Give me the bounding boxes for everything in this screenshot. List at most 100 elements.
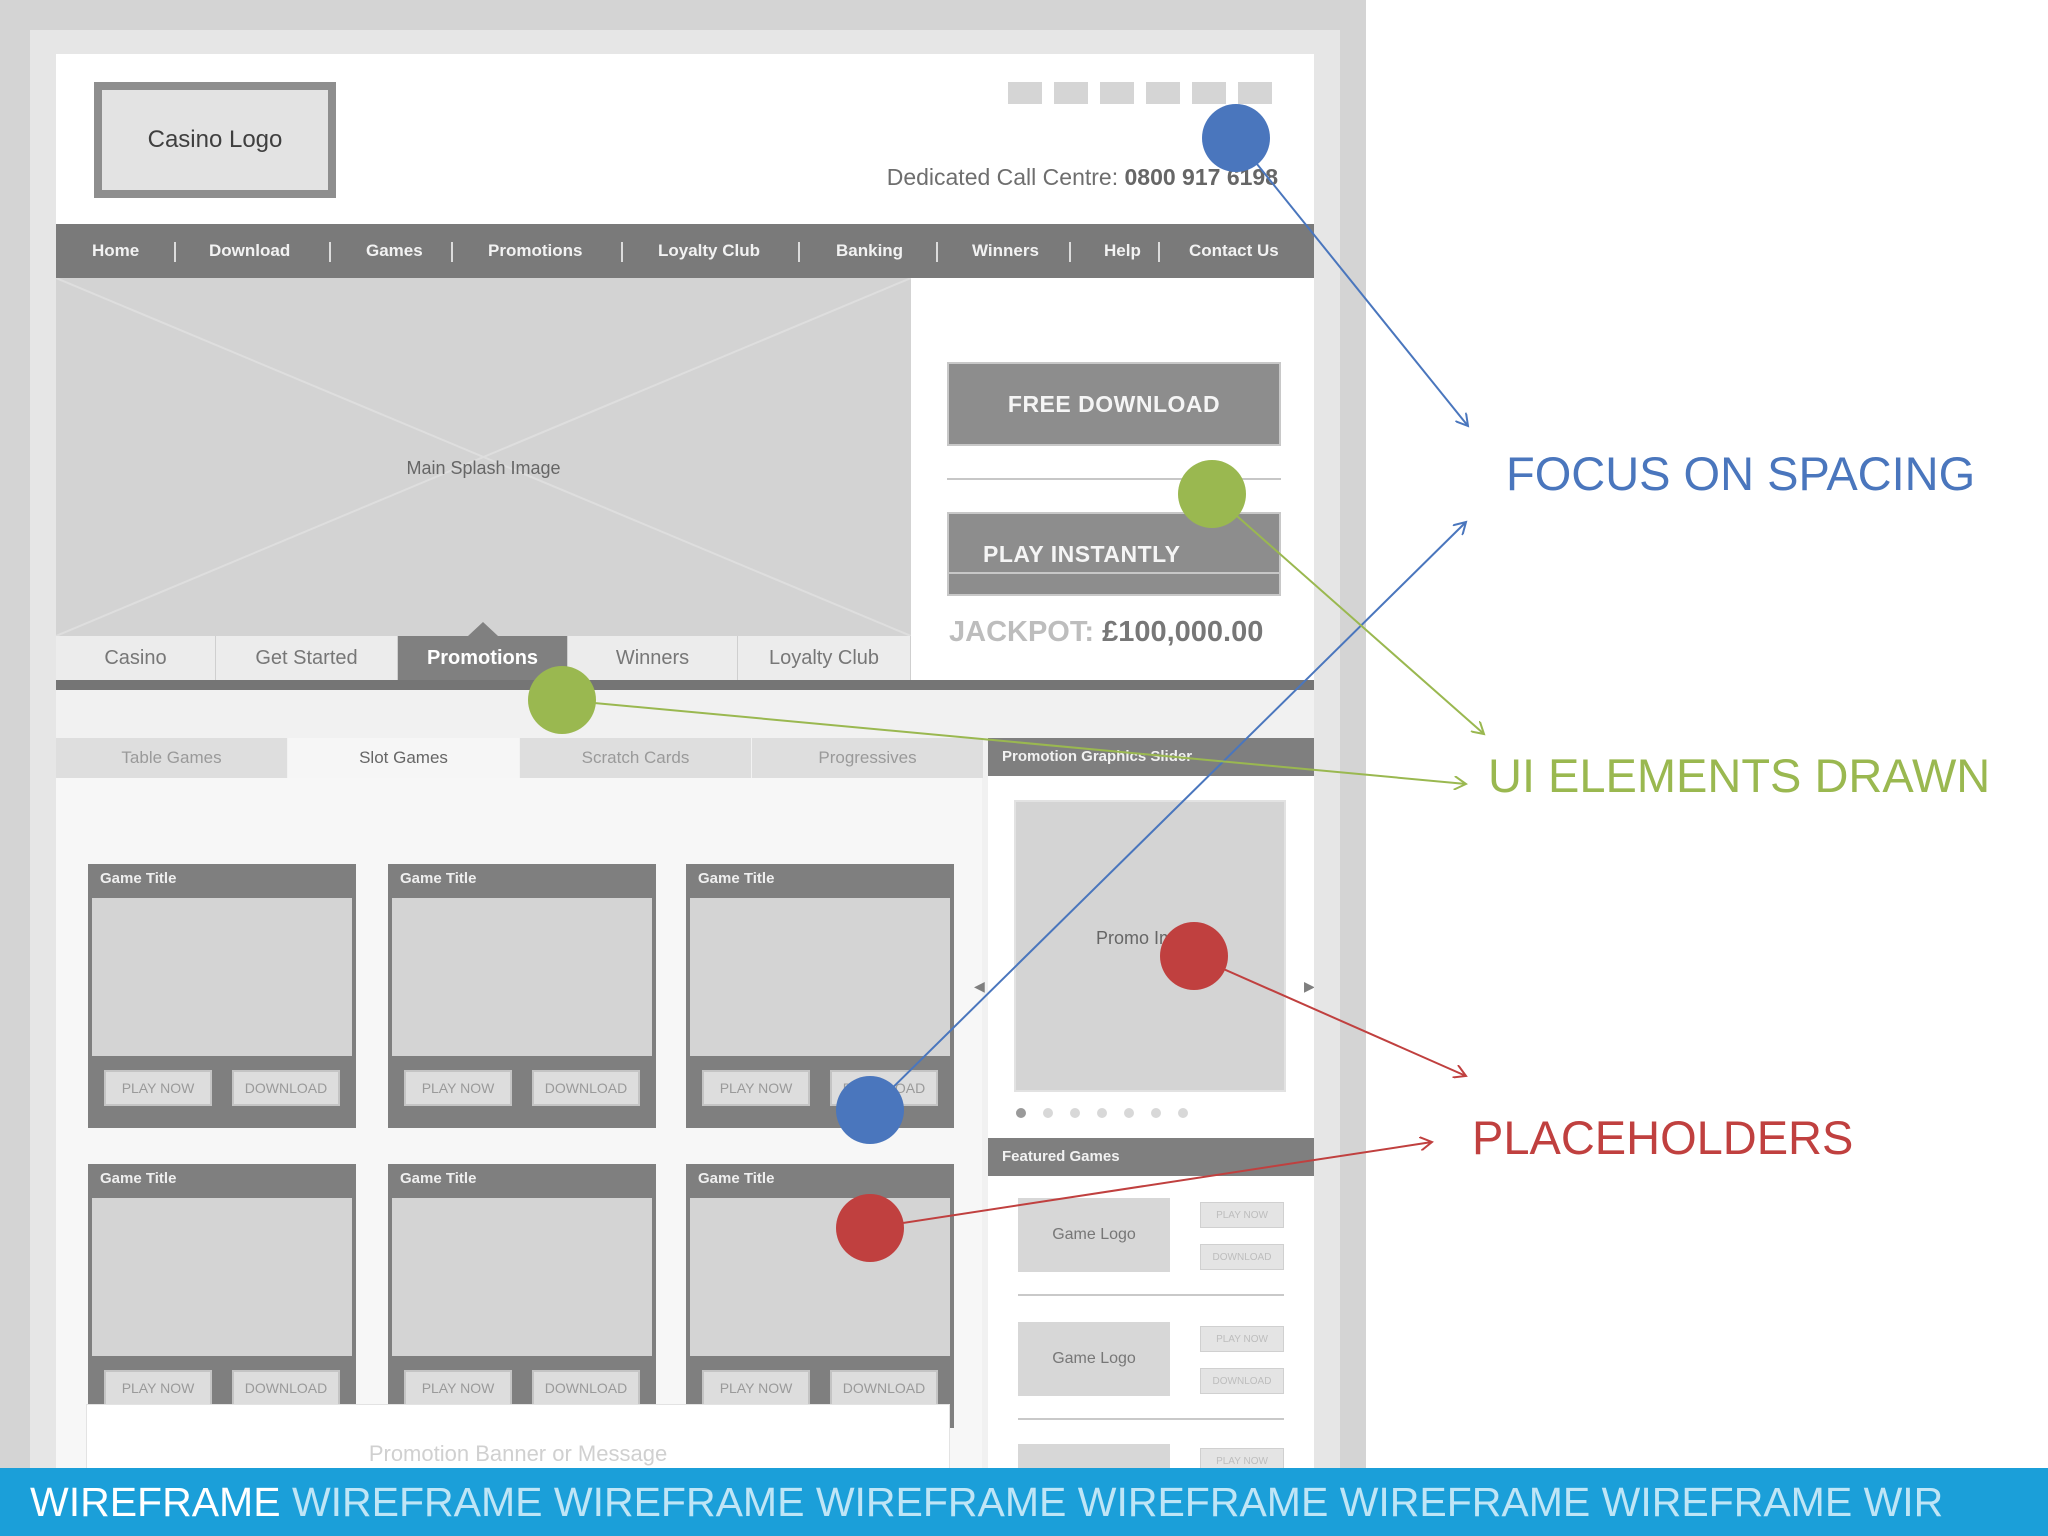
spacing-arrow <box>1235 137 1468 426</box>
nav-item-banking[interactable]: Banking <box>836 241 904 260</box>
download-button[interactable]: DOWNLOAD <box>830 1370 938 1406</box>
ui-elements-marker-dot <box>1178 460 1246 528</box>
play-now-button[interactable]: PLAY NOW <box>1200 1326 1284 1352</box>
download-button[interactable]: DOWNLOAD <box>1200 1244 1284 1270</box>
splash-tab-casino[interactable]: Casino <box>56 636 216 680</box>
game-card: Game Title PLAY NOW DOWNLOAD <box>686 1164 954 1428</box>
game-card-title: Game Title <box>698 1170 775 1187</box>
play-now-button[interactable]: PLAY NOW <box>104 1370 212 1406</box>
game-image-placeholder <box>392 1198 652 1356</box>
placeholders-marker-dot <box>1160 922 1228 990</box>
slider-dot[interactable] <box>1043 1108 1053 1118</box>
slider-dot[interactable] <box>1151 1108 1161 1118</box>
tab-table-games[interactable]: Table Games <box>56 738 288 778</box>
nav-item-winners[interactable]: Winners <box>972 241 1039 260</box>
splash-tab-winners[interactable]: Winners <box>568 636 738 680</box>
call-centre-label: Dedicated Call Centre: <box>886 164 1119 190</box>
game-logo-placeholder: Game Logo <box>1018 1198 1170 1272</box>
nav-separator <box>798 242 800 262</box>
tab-progressives[interactable]: Progressives <box>752 738 984 778</box>
game-card: Game Title PLAY NOW DOWNLOAD <box>388 1164 656 1428</box>
slider-dot[interactable] <box>1124 1108 1134 1118</box>
tab-slot-games[interactable]: Slot Games <box>288 738 520 778</box>
placeholders-label: PLACEHOLDERS <box>1472 1111 1854 1164</box>
download-button[interactable]: DOWNLOAD <box>532 1070 640 1106</box>
social-icon-placeholder[interactable] <box>1100 82 1134 104</box>
tab-scratch-cards[interactable]: Scratch Cards <box>520 738 752 778</box>
social-icon-placeholder[interactable] <box>1238 82 1272 104</box>
social-icon-placeholder[interactable] <box>1192 82 1226 104</box>
ui-elements-marker-dot <box>528 666 596 734</box>
game-card-title: Game Title <box>100 870 177 887</box>
placeholder-cross-icon <box>56 278 911 636</box>
ui-elements-drawn-label: UI ELEMENTS DRAWN <box>1488 749 1991 802</box>
promo-image-placeholder: Promo Image <box>1014 800 1286 1092</box>
game-image-placeholder <box>92 898 352 1056</box>
casino-logo-placeholder[interactable]: Casino Logo <box>94 82 336 198</box>
game-card: Game Title PLAY NOW DOWNLOAD <box>88 1164 356 1428</box>
featured-games-title: Featured Games <box>988 1138 1314 1176</box>
nav-separator <box>936 242 938 262</box>
game-card-title: Game Title <box>400 1170 477 1187</box>
nav-separator <box>621 242 623 262</box>
placeholders-marker-dot <box>836 1194 904 1262</box>
nav-item-games[interactable]: Games <box>366 241 423 260</box>
nav-item-download[interactable]: Download <box>209 241 291 260</box>
spacing-marker-dot <box>836 1076 904 1144</box>
download-button[interactable]: DOWNLOAD <box>1200 1368 1284 1394</box>
call-centre-info: Dedicated Call Centre: 0800 917 6198 <box>887 164 1278 191</box>
social-icon-placeholder[interactable] <box>1054 82 1088 104</box>
splash-tab-bar <box>56 680 1314 690</box>
games-grid: Game Title PLAY NOW DOWNLOAD Game Title … <box>56 778 982 1468</box>
game-card: Game Title PLAY NOW DOWNLOAD <box>88 864 356 1128</box>
sidebar: Promotion Graphics Slider Promo Image ◀ … <box>974 738 1314 1468</box>
slider-dot[interactable] <box>1178 1108 1188 1118</box>
social-icon-placeholder[interactable] <box>1146 82 1180 104</box>
play-now-button[interactable]: PLAY NOW <box>702 1070 810 1106</box>
slider-prev-icon[interactable]: ◀ <box>974 978 985 994</box>
main-splash-image-placeholder: Main Splash Image <box>56 278 911 636</box>
spacing-arrow <box>869 522 1466 1111</box>
slider-dot[interactable] <box>1097 1108 1107 1118</box>
free-download-button[interactable]: FREE DOWNLOAD <box>947 362 1281 446</box>
slider-dot[interactable] <box>1070 1108 1080 1118</box>
banner-repeated-words: WIREFRAME WIREFRAME WIREFRAME WIREFRAME … <box>291 1479 1944 1525</box>
slider-next-icon[interactable]: ▶ <box>1304 978 1314 994</box>
divider <box>1018 1418 1284 1420</box>
spacing-marker-dot <box>1202 104 1270 172</box>
focus-on-spacing-label: FOCUS ON SPACING <box>1506 447 1976 500</box>
game-card: Game Title PLAY NOW DOWNLOAD <box>388 864 656 1128</box>
nav-item-promotions[interactable]: Promotions <box>488 241 583 260</box>
promotion-banner-placeholder: Promotion Banner or Message <box>86 1404 950 1468</box>
nav-item-help[interactable]: Help <box>1104 241 1141 260</box>
download-button[interactable]: DOWNLOAD <box>232 1070 340 1106</box>
nav-item-home[interactable]: Home <box>92 241 140 260</box>
jackpot-value: £100,000.00 <box>1102 616 1264 648</box>
nav-separator <box>451 242 453 262</box>
play-now-button[interactable]: PLAY NOW <box>1200 1202 1284 1228</box>
nav-separator <box>1069 242 1071 262</box>
divider <box>947 572 1281 574</box>
call-centre-number: 0800 917 6198 <box>1124 164 1279 190</box>
play-instantly-button[interactable]: PLAY INSTANTLY <box>947 512 1281 596</box>
social-icon-placeholder[interactable] <box>1008 82 1042 104</box>
banner-first-word: WIREFRAME <box>30 1479 281 1525</box>
play-now-button[interactable]: PLAY NOW <box>1200 1448 1284 1468</box>
game-card: Game Title PLAY NOW DOWNLOAD <box>686 864 954 1128</box>
splash-tab-get-started[interactable]: Get Started <box>216 636 398 680</box>
game-image-placeholder <box>690 1198 950 1356</box>
placeholders-arrow <box>1193 955 1466 1076</box>
nav-item-contact-us[interactable]: Contact Us <box>1189 241 1279 260</box>
main-nav: Home Download Games Promotions Loyalty C… <box>56 224 1314 278</box>
splash-tab-loyalty-club[interactable]: Loyalty Club <box>738 636 911 680</box>
play-now-button[interactable]: PLAY NOW <box>104 1070 212 1106</box>
jackpot-label: JACKPOT: <box>949 616 1095 648</box>
active-tab-arrow-icon <box>468 622 498 636</box>
wireframe-page: Casino Logo Dedicated Call Centre: 0800 … <box>56 54 1314 1468</box>
game-image-placeholder <box>690 898 950 1056</box>
nav-item-loyalty-club[interactable]: Loyalty Club <box>658 241 761 260</box>
play-now-button[interactable]: PLAY NOW <box>404 1070 512 1106</box>
slider-dot-active[interactable] <box>1016 1108 1026 1118</box>
download-button[interactable]: DOWNLOAD <box>532 1370 640 1406</box>
nav-separator <box>329 242 331 262</box>
